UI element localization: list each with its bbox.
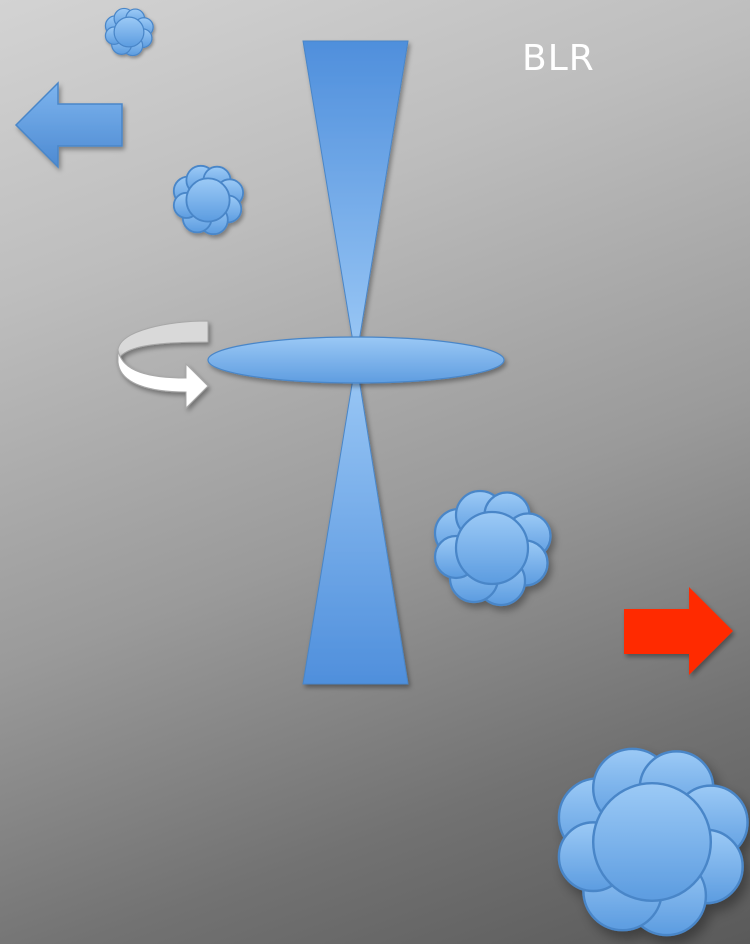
curved-rotation-arrow-icon	[118, 321, 208, 362]
rotation-arrow-front	[118, 350, 208, 408]
cloud-small-top	[105, 8, 153, 55]
accretion-disk	[208, 337, 504, 383]
arrow-left-icon	[16, 83, 122, 167]
cloud-small-upper	[174, 166, 243, 234]
cone-lower	[303, 360, 408, 684]
cloud-medium-right	[435, 491, 551, 605]
cone-upper	[303, 41, 408, 360]
arrow-right-icon	[624, 587, 733, 675]
cloud-large-bottom	[559, 749, 748, 935]
blr-label: BLR	[522, 38, 595, 79]
